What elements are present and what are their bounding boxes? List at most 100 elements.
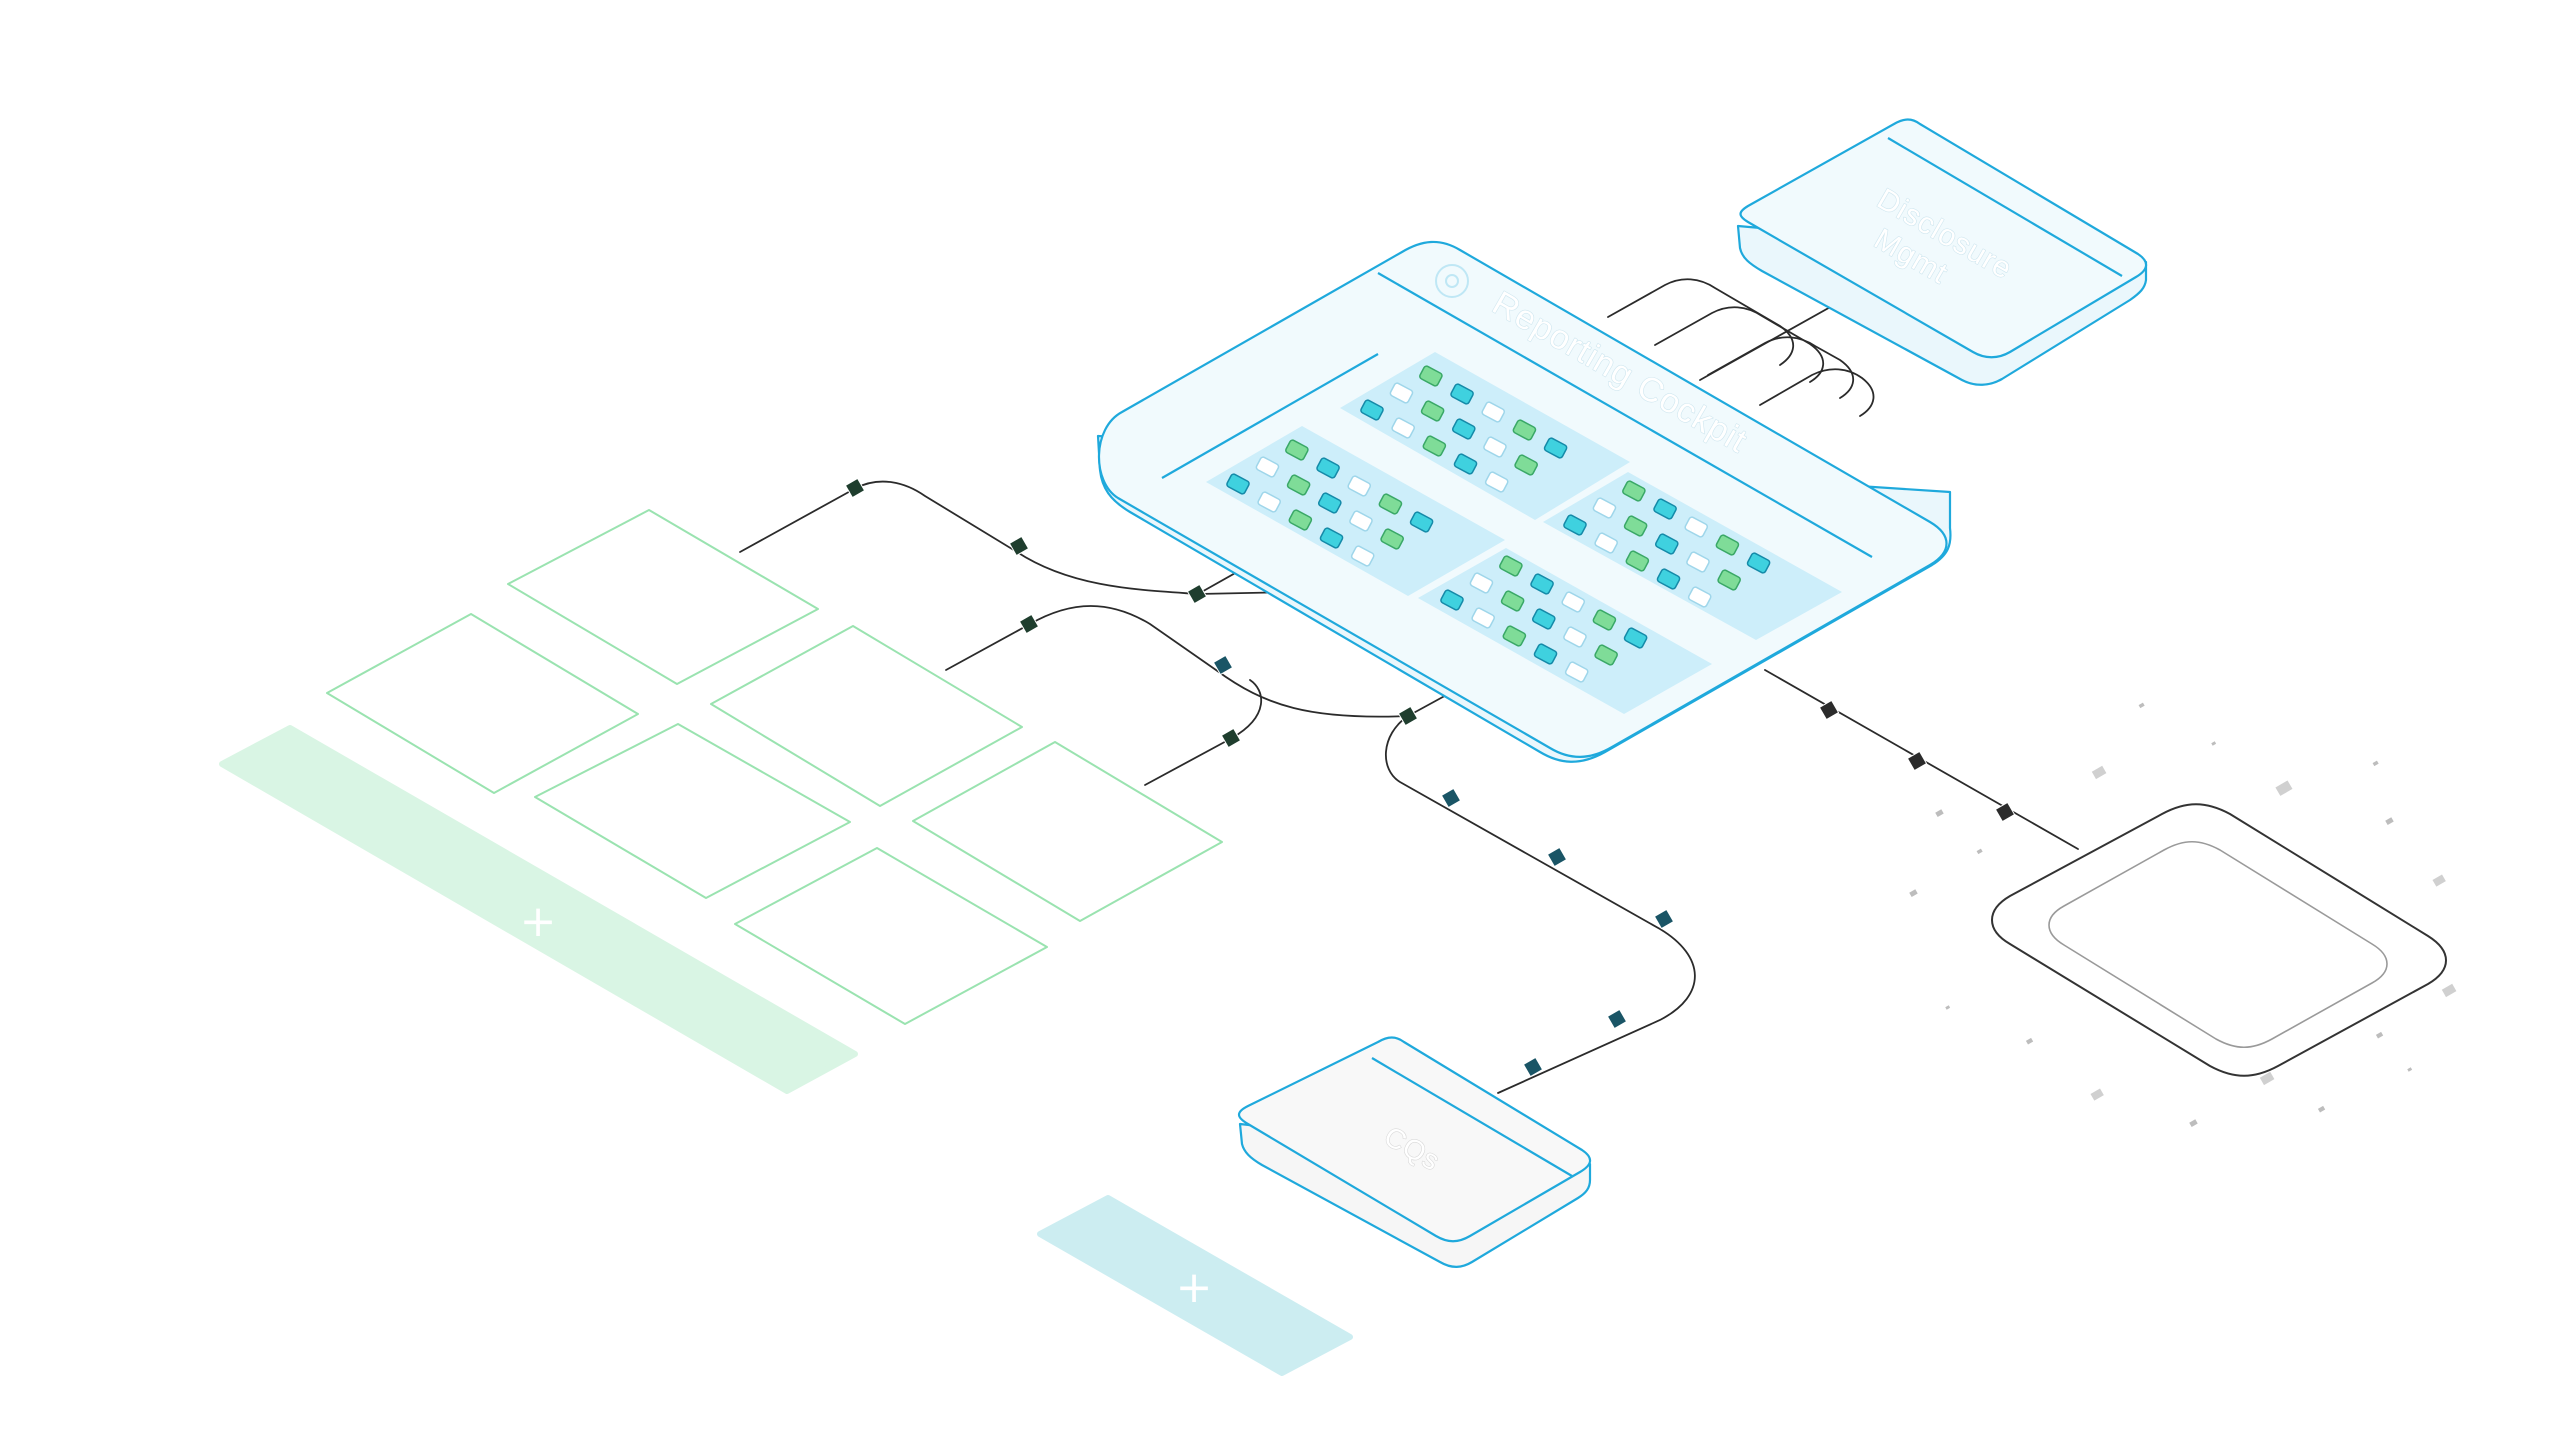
chip-inner: [2048, 840, 2388, 1049]
grid-cell: [1563, 626, 1587, 648]
grid-cells: [1226, 365, 1771, 683]
wire: [1144, 679, 1262, 786]
green-tile[interactable]: [912, 741, 1223, 922]
wire-node: [1546, 846, 1568, 868]
grid-cell: [1453, 453, 1478, 475]
grid-cell: [1717, 569, 1741, 591]
grid-cell: [1389, 382, 1414, 404]
disclosure-mgmt-panel[interactable]: Disclosure Mgmt: [1736, 118, 2148, 386]
outlined-chip[interactable]: [1991, 803, 2447, 1077]
grid-cell: [1451, 418, 1476, 440]
panel-header-divider: [1161, 353, 1379, 479]
scatter-square: [2189, 1119, 2198, 1127]
wire-node: [1397, 705, 1419, 727]
wire-node: [1522, 1056, 1544, 1078]
green-tile[interactable]: [734, 847, 1048, 1025]
grid-cell: [1288, 509, 1313, 531]
grid-cell: [1484, 471, 1509, 493]
grid-cell: [1481, 401, 1506, 423]
green-tile[interactable]: [710, 625, 1023, 807]
scatter-square: [2025, 1037, 2034, 1045]
wire: [1654, 306, 1825, 383]
grid-cell: [1347, 475, 1372, 497]
grid-cell: [1715, 534, 1740, 556]
grid-cell: [1592, 497, 1617, 519]
wire-node: [1906, 750, 1928, 772]
panel-header-divider: [1377, 272, 1873, 558]
grid-cell: [1564, 661, 1589, 683]
scatter-square: [2372, 760, 2379, 767]
grid-block: [1418, 548, 1712, 714]
scatter-square: [2090, 1088, 2104, 1101]
grid-cell: [1514, 454, 1538, 476]
grid-cell: [1257, 491, 1281, 513]
panel-top: [1237, 1036, 1592, 1243]
scatter-square: [2385, 817, 2394, 825]
grid-cell: [1483, 436, 1507, 458]
wire: [1607, 278, 1795, 366]
grid-cell: [1499, 555, 1523, 577]
wire-node: [1008, 535, 1030, 557]
grid-cell: [1623, 515, 1648, 537]
grid-cell: [1378, 493, 1403, 515]
cqs-panel[interactable]: CQs: [1237, 1036, 1592, 1268]
wire: [1699, 295, 1851, 381]
scatter-square: [2138, 702, 2145, 709]
wire: [1707, 336, 1855, 399]
grid-cell: [1654, 533, 1679, 555]
scatter-square: [2317, 1105, 2326, 1113]
grid-cell: [1316, 457, 1340, 479]
grid-cell: [1226, 473, 1250, 495]
grid-cell: [1533, 643, 1558, 665]
grid-cell: [1561, 591, 1586, 613]
wire-node: [1220, 727, 1242, 749]
scatter-square: [2275, 780, 2293, 796]
grid-cell: [1349, 510, 1373, 532]
grid-cell: [1360, 399, 1384, 421]
wire-node: [1186, 583, 1208, 605]
grid-cell: [1422, 435, 1447, 457]
grid-cell: [1656, 568, 1681, 590]
grid-cell: [1286, 474, 1311, 496]
scatter-square: [1945, 1005, 1951, 1010]
grid-cell: [1623, 627, 1648, 649]
grid-cell: [1502, 625, 1527, 647]
green-add-bar[interactable]: +: [219, 725, 858, 1094]
wire-node: [1606, 1008, 1628, 1030]
grid-cell: [1746, 552, 1771, 574]
scatter-squares: [1909, 702, 2457, 1127]
grid-cell: [1419, 365, 1443, 387]
gear-icon[interactable]: [1435, 264, 1469, 298]
green-tile[interactable]: [507, 509, 819, 685]
grid-cell: [1684, 516, 1709, 538]
grid-cell: [1420, 400, 1445, 422]
grid-cell: [1500, 590, 1525, 612]
grid-cell: [1391, 417, 1415, 439]
scatter-square: [2441, 983, 2457, 998]
grid-cell: [1409, 511, 1434, 533]
green-tile[interactable]: [326, 613, 639, 794]
scatter-square: [1909, 889, 1918, 897]
grid-cell: [1594, 532, 1618, 554]
scatter-square: [2407, 1067, 2413, 1072]
wire-node: [1018, 613, 1040, 635]
panel-top: [1739, 118, 2148, 359]
grid-cell: [1255, 456, 1280, 478]
grid-cell: [1531, 608, 1556, 630]
wire-node: [1818, 699, 1840, 721]
grid-cell: [1440, 589, 1464, 611]
green-tile[interactable]: [534, 723, 851, 899]
wire-nodes: [844, 477, 2016, 1078]
grid-cell: [1687, 586, 1712, 608]
teal-add-bar[interactable]: +: [1037, 1195, 1353, 1376]
grid-cell: [1450, 383, 1474, 405]
scatter-square: [1935, 809, 1944, 817]
grid-cell: [1625, 550, 1650, 572]
scatter-square: [2259, 1071, 2275, 1086]
grid-cell: [1319, 527, 1344, 549]
wire-node: [1440, 787, 1462, 809]
grid-cell: [1471, 607, 1495, 629]
grid-cell: [1653, 498, 1677, 520]
wire-node: [1212, 654, 1234, 676]
